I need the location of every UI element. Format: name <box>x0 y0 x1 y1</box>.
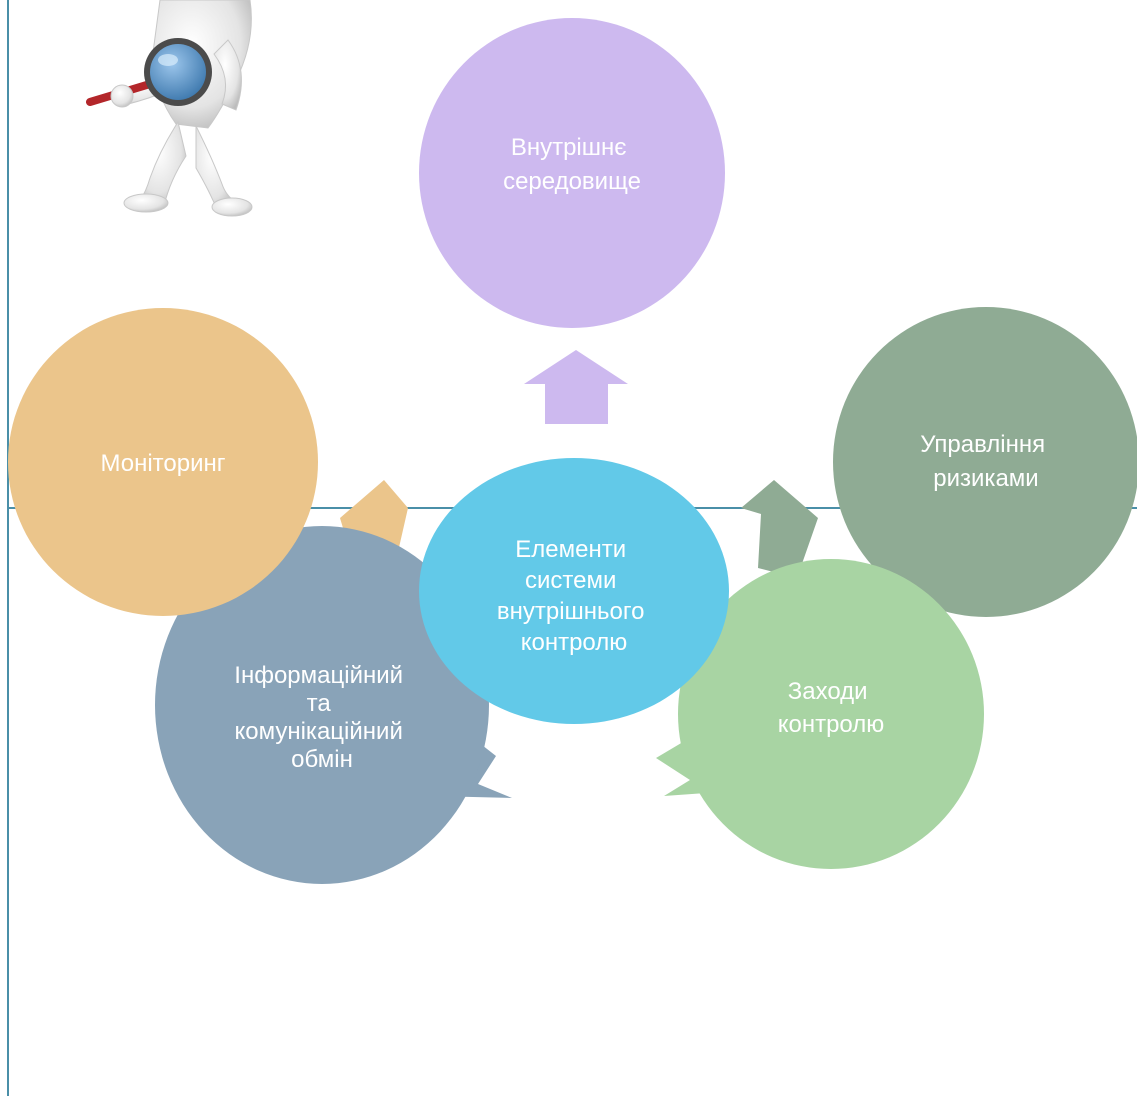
arrow-to-risk-management <box>741 480 818 578</box>
node-internal-environment: Внутрішнє середовище <box>419 18 725 328</box>
node-information-communication: Інформаційний та комунікаційний обмін <box>155 526 489 884</box>
arrow-to-internal-environment <box>524 350 628 424</box>
magnifier-figure-icon <box>86 0 253 217</box>
node-label-control-measures: Заходи контролю <box>778 678 885 738</box>
node-label-monitoring: Моніторинг <box>100 450 225 477</box>
center-label: Елементи системи внутрішнього контролю <box>497 536 651 656</box>
node-risk-management: Управління ризиками <box>833 307 1137 617</box>
node-label-internal-environment: Внутрішнє середовище <box>503 134 641 195</box>
node-monitoring: Моніторинг <box>8 308 318 616</box>
node-label-risk-management: Управління ризиками <box>920 431 1052 492</box>
node-control-measures: Заходи контролю <box>678 559 984 869</box>
node-center: Елементи системи внутрішнього контролю <box>419 458 729 724</box>
node-label-information-communication: Інформаційний та комунікаційний обмін <box>234 662 409 773</box>
